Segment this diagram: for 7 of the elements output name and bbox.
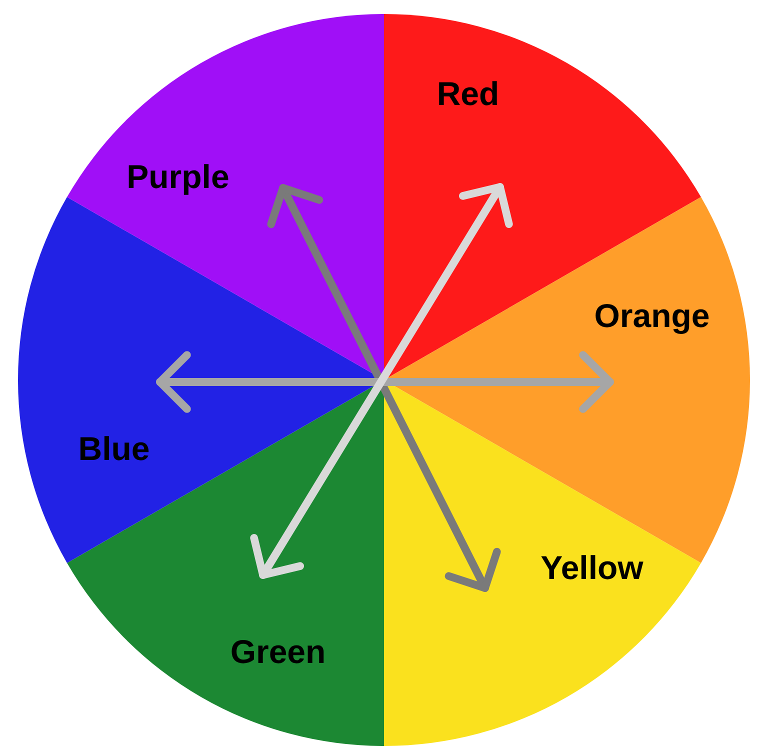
color-name-label: Red [436, 75, 500, 113]
color-name-label: Green [230, 633, 326, 671]
color-name-label: Yellow [540, 549, 644, 587]
double-headed-arrow [156, 351, 614, 413]
color-name-label: Orange [594, 297, 710, 335]
color-name-label: Purple [126, 158, 230, 196]
color-name-label: Blue [78, 430, 150, 468]
